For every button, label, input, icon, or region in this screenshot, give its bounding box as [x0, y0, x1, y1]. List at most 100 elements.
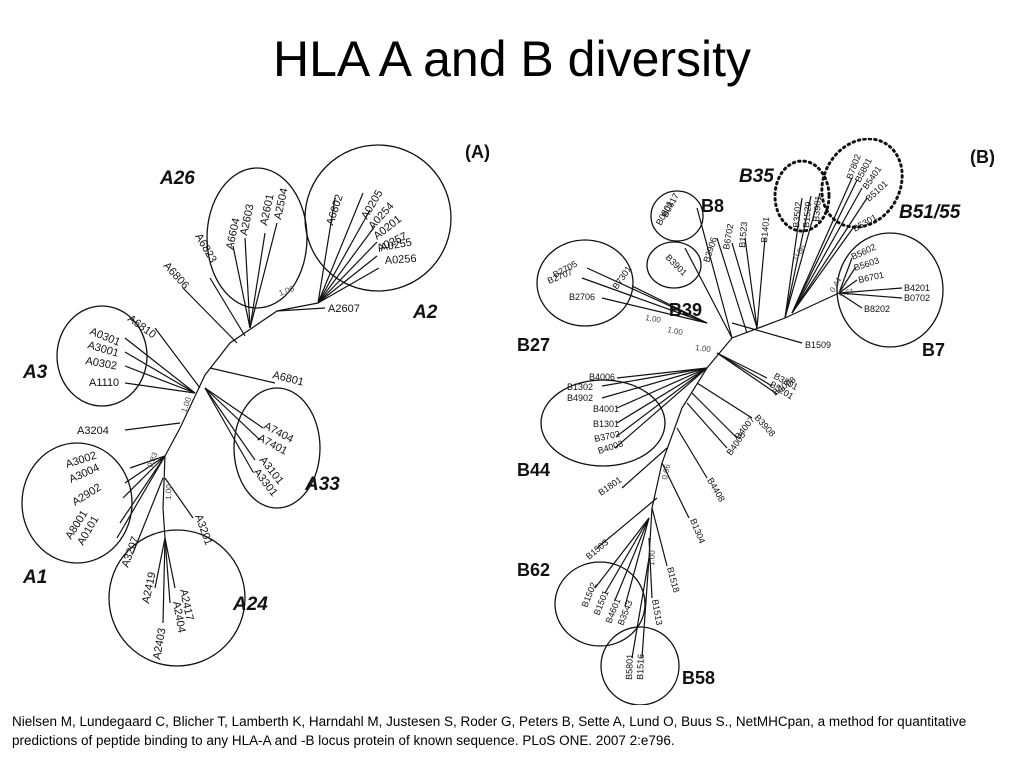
b39-circle — [646, 241, 702, 289]
bootstrap-value: 1.00 — [695, 343, 712, 354]
leaf-label: B1523 — [737, 221, 749, 248]
leaf-label: A2404 — [170, 600, 187, 633]
panel-b-label: (B) — [970, 147, 995, 167]
leaf-label: A6801 — [271, 369, 305, 388]
b44-circle — [540, 379, 666, 467]
leaf-label: A2403 — [151, 627, 168, 660]
leaf-label: A1110 — [89, 377, 119, 389]
group-label-b62: B62 — [517, 560, 550, 580]
group-label-a2: A2 — [412, 302, 438, 323]
b44-branches — [601, 352, 778, 519]
leaf-label: B1509 — [805, 340, 831, 350]
group-label-b58: B58 — [682, 668, 715, 688]
leaf-label: B8202 — [864, 304, 890, 314]
leaf-label: A2607 — [328, 303, 360, 315]
page-title: HLA A and B diversity — [272, 31, 752, 87]
leaf-label: B1529 — [801, 201, 813, 228]
leaf-label: A3204 — [77, 425, 109, 437]
leaf-label: A3207 — [120, 535, 142, 569]
group-label-b27: B27 — [517, 335, 550, 355]
group-label-a3: A3 — [22, 362, 48, 383]
leaf-label: B1513 — [650, 599, 664, 626]
leaf-label: B4902 — [567, 393, 593, 403]
b62-b58-branches — [594, 497, 668, 659]
b7-branches — [731, 257, 903, 344]
leaf-label: B1302 — [567, 382, 593, 392]
bootstrap-value: 0.96 — [660, 463, 672, 481]
leaf-label: A2504 — [272, 187, 290, 221]
backbone — [164, 302, 319, 457]
leaf-label: A6810 — [125, 313, 158, 341]
leaf-label: B4006 — [589, 372, 615, 382]
leaf-label: A0255 — [379, 237, 412, 254]
a24-circle — [108, 529, 246, 667]
b27-branches — [581, 267, 708, 324]
a26-branches — [182, 222, 278, 344]
leaf-label: B0702 — [904, 293, 930, 303]
a26-circle — [206, 167, 308, 309]
leaf-label: B3502 — [791, 201, 803, 228]
a1-circle — [21, 442, 133, 564]
group-label-b8: B8 — [701, 196, 724, 216]
leaf-label: A2419 — [140, 571, 158, 605]
leaf-label: A0302 — [84, 355, 117, 372]
leaf-label: B3908 — [753, 413, 778, 439]
leaf-label: B4001 — [593, 404, 619, 414]
group-label-b51-55: B51/55 — [899, 202, 961, 223]
group-label-b44: B44 — [517, 460, 550, 480]
leaf-label: B1801 — [596, 475, 623, 498]
citation-text: Nielsen M, Lundegaard C, Blicher T, Lamb… — [12, 714, 967, 748]
bootstrap-value: 1.00 — [667, 325, 685, 337]
leaf-label: B4408 — [705, 476, 727, 504]
leaf-label: B6702 — [721, 223, 735, 250]
a1-branches — [116, 422, 181, 539]
leaf-label: B1518 — [665, 566, 681, 594]
a2-circle — [304, 144, 452, 292]
leaf-label: B1516 — [635, 654, 646, 680]
leaf-label: B3906 — [701, 236, 719, 264]
group-label-b7: B7 — [922, 340, 945, 360]
group-label-a24: A24 — [232, 594, 268, 615]
group-label-b39: B39 — [669, 300, 702, 320]
leaf-label: B1401 — [759, 216, 771, 243]
bootstrap-value: 1.00 — [647, 549, 657, 566]
leaf-label: B7301 — [610, 264, 633, 291]
leaf-label: A0256 — [384, 253, 417, 267]
group-label-a26: A26 — [159, 168, 195, 189]
bootstrap-value: 0.61 — [838, 287, 855, 298]
group-label-b35: B35 — [739, 166, 774, 187]
a3-branches — [124, 327, 276, 394]
a24-branches — [132, 455, 194, 624]
group-label-a33: A33 — [304, 474, 340, 495]
leaf-label: B4005 — [724, 430, 747, 457]
b35-dotted-ellipse — [773, 159, 831, 233]
a33-dotted-ellipse — [233, 387, 321, 509]
bootstrap-value: 1.00 — [645, 313, 662, 325]
b8-circle — [650, 190, 704, 242]
leaf-label: B3901 — [811, 195, 823, 222]
a3-circle — [56, 305, 148, 407]
b51-55-dotted-ellipse — [820, 137, 904, 229]
panel-a-hla-a-tree: (A) — [15, 138, 500, 678]
leaf-label: B1301 — [593, 419, 619, 429]
a2-branches — [276, 192, 380, 312]
b27-circle — [536, 239, 634, 327]
a33-branches — [204, 387, 264, 473]
leaf-label: B4201 — [904, 283, 930, 293]
leaf-label: B2706 — [569, 292, 595, 302]
leaf-label: B6701 — [857, 270, 885, 285]
panel-b-hla-b-tree: (B) — [517, 137, 1005, 706]
leaf-label: A6806 — [161, 260, 191, 292]
group-label-a1: A1 — [22, 567, 47, 588]
hla-b-tree-svg: (B) — [517, 137, 995, 706]
leaf-label: A6823 — [192, 232, 218, 266]
leaf-label: A2902 — [70, 482, 103, 509]
leaf-label: A3201 — [192, 513, 214, 547]
leaf-label: B1304 — [688, 517, 707, 545]
b-top-branches — [684, 177, 868, 339]
b7-circle — [836, 232, 944, 348]
panel-a-label: (A) — [465, 142, 490, 162]
leaf-label: B5801 — [624, 654, 635, 680]
leaf-label: B1503 — [584, 537, 610, 561]
hla-a-tree-svg: (A) — [21, 142, 490, 667]
